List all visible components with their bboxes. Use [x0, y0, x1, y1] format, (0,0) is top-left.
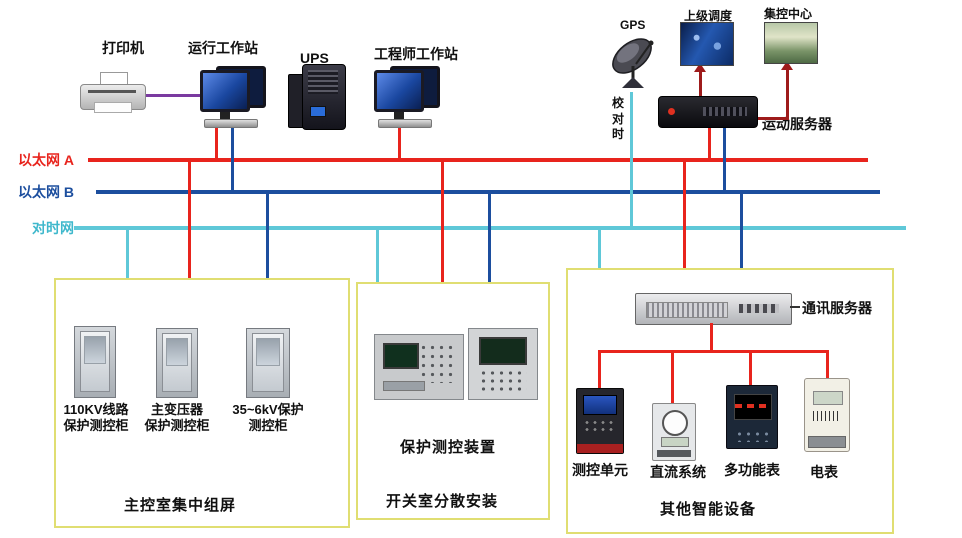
- server-to-cc-line: [786, 68, 789, 120]
- protection-device-label: 保护测控装置: [400, 439, 497, 456]
- server-led-icon: [668, 108, 675, 115]
- ethernet-b-label: 以太网 B: [18, 184, 74, 200]
- operator-workstation-label: 运行工作站: [188, 40, 258, 56]
- opws-to-busa-line: [215, 128, 218, 159]
- comm-server-label: 通讯服务器: [802, 300, 872, 316]
- cabinet-110kv-icon: [74, 326, 116, 398]
- printer-connector-line: [144, 94, 200, 97]
- left-panel-box: [54, 278, 350, 528]
- busb-to-leftbox-line: [266, 194, 269, 278]
- cabinet-transformer-label: 主变压器 保护测控柜: [144, 402, 210, 434]
- cabinet-35-6kv-icon: [246, 328, 290, 398]
- engws-to-busa-line: [398, 128, 401, 159]
- central-control-image: [764, 22, 818, 64]
- printer-icon: [80, 72, 146, 114]
- busa-to-leftbox-line: [188, 162, 191, 278]
- telecontrol-server-icon: [658, 96, 758, 128]
- dispatch-arrow-icon: [694, 63, 706, 72]
- opws-to-busb-line: [231, 128, 234, 191]
- energy-meter-label: 电表: [810, 464, 838, 480]
- dist-to-dev2-line: [671, 350, 674, 403]
- ethernet-a-bus-line: [88, 158, 868, 162]
- server-to-busb-line: [723, 126, 726, 192]
- energy-meter-icon: [804, 378, 850, 452]
- dispatch-center-label: 上级调度: [684, 9, 733, 23]
- ups-label: UPS: [300, 50, 329, 66]
- printer-label: 打印机: [102, 40, 144, 56]
- gps-label: GPS: [620, 18, 646, 32]
- telecontrol-server-label: 运动服务器: [762, 116, 832, 132]
- dist-to-dev4-line: [826, 350, 829, 378]
- left-box-caption: 主控室集中组屏: [124, 497, 237, 514]
- busa-to-commserver-line: [683, 162, 686, 295]
- busb-to-midbox-line: [488, 194, 491, 282]
- busb-to-commserver-line: [740, 194, 743, 295]
- cabinet-35-6kv-label: 35~6kV保护 测控柜: [232, 402, 304, 434]
- central-control-label: 集控中心: [764, 7, 813, 21]
- dc-system-icon: [652, 403, 696, 461]
- ethernet-a-label: 以太网 A: [18, 152, 74, 168]
- multifunction-meter-icon: [726, 385, 778, 449]
- cabinet-110kv-label: 110KV线路 保护测控柜: [63, 402, 129, 434]
- distribution-line: [598, 350, 829, 353]
- control-center-arrow-icon: [781, 61, 793, 70]
- dist-to-dev3-line: [749, 350, 752, 385]
- time-sync-label: 对时网: [32, 220, 74, 236]
- server-to-dispatch-line: [699, 70, 702, 98]
- measure-unit-icon: [576, 388, 624, 454]
- comm-server-icon: [635, 293, 792, 325]
- ups-icon: [288, 64, 346, 130]
- server-ports-icon: [703, 107, 747, 116]
- gps-to-timesync-line: [630, 92, 633, 228]
- timesync-to-rightbox-line: [598, 230, 601, 268]
- engineer-workstation-icon: [374, 66, 440, 128]
- ethernet-b-bus-line: [96, 190, 880, 194]
- protection-device-wide-icon: [374, 334, 464, 400]
- commserver-to-dist-line: [710, 323, 713, 350]
- time-calibration-label: 校 对 时: [612, 96, 625, 142]
- server-to-busa-line: [708, 126, 711, 160]
- engineer-workstation-label: 工程师工作站: [374, 46, 458, 62]
- server-to-cc-elbow-line: [754, 117, 789, 120]
- dispatch-center-image: [680, 22, 734, 66]
- comm-server-pointer-line: [790, 306, 800, 308]
- gps-dish-icon: [606, 34, 664, 92]
- middle-panel-box: [356, 282, 550, 520]
- timesync-to-midbox-line: [376, 230, 379, 282]
- timesync-to-leftbox-line: [126, 230, 129, 278]
- operator-workstation-icon: [200, 66, 266, 128]
- right-box-caption: 其他智能设备: [660, 501, 757, 518]
- measure-unit-label: 测控单元: [572, 462, 628, 478]
- dc-system-label: 直流系统: [650, 464, 706, 480]
- multifunction-meter-label: 多功能表: [724, 462, 780, 478]
- middle-box-caption: 开关室分散安装: [386, 493, 499, 510]
- protection-device-tall-icon: [468, 328, 538, 400]
- dist-to-dev1-line: [598, 350, 601, 388]
- cabinet-transformer-icon: [156, 328, 198, 398]
- busa-to-midbox-line: [441, 162, 444, 282]
